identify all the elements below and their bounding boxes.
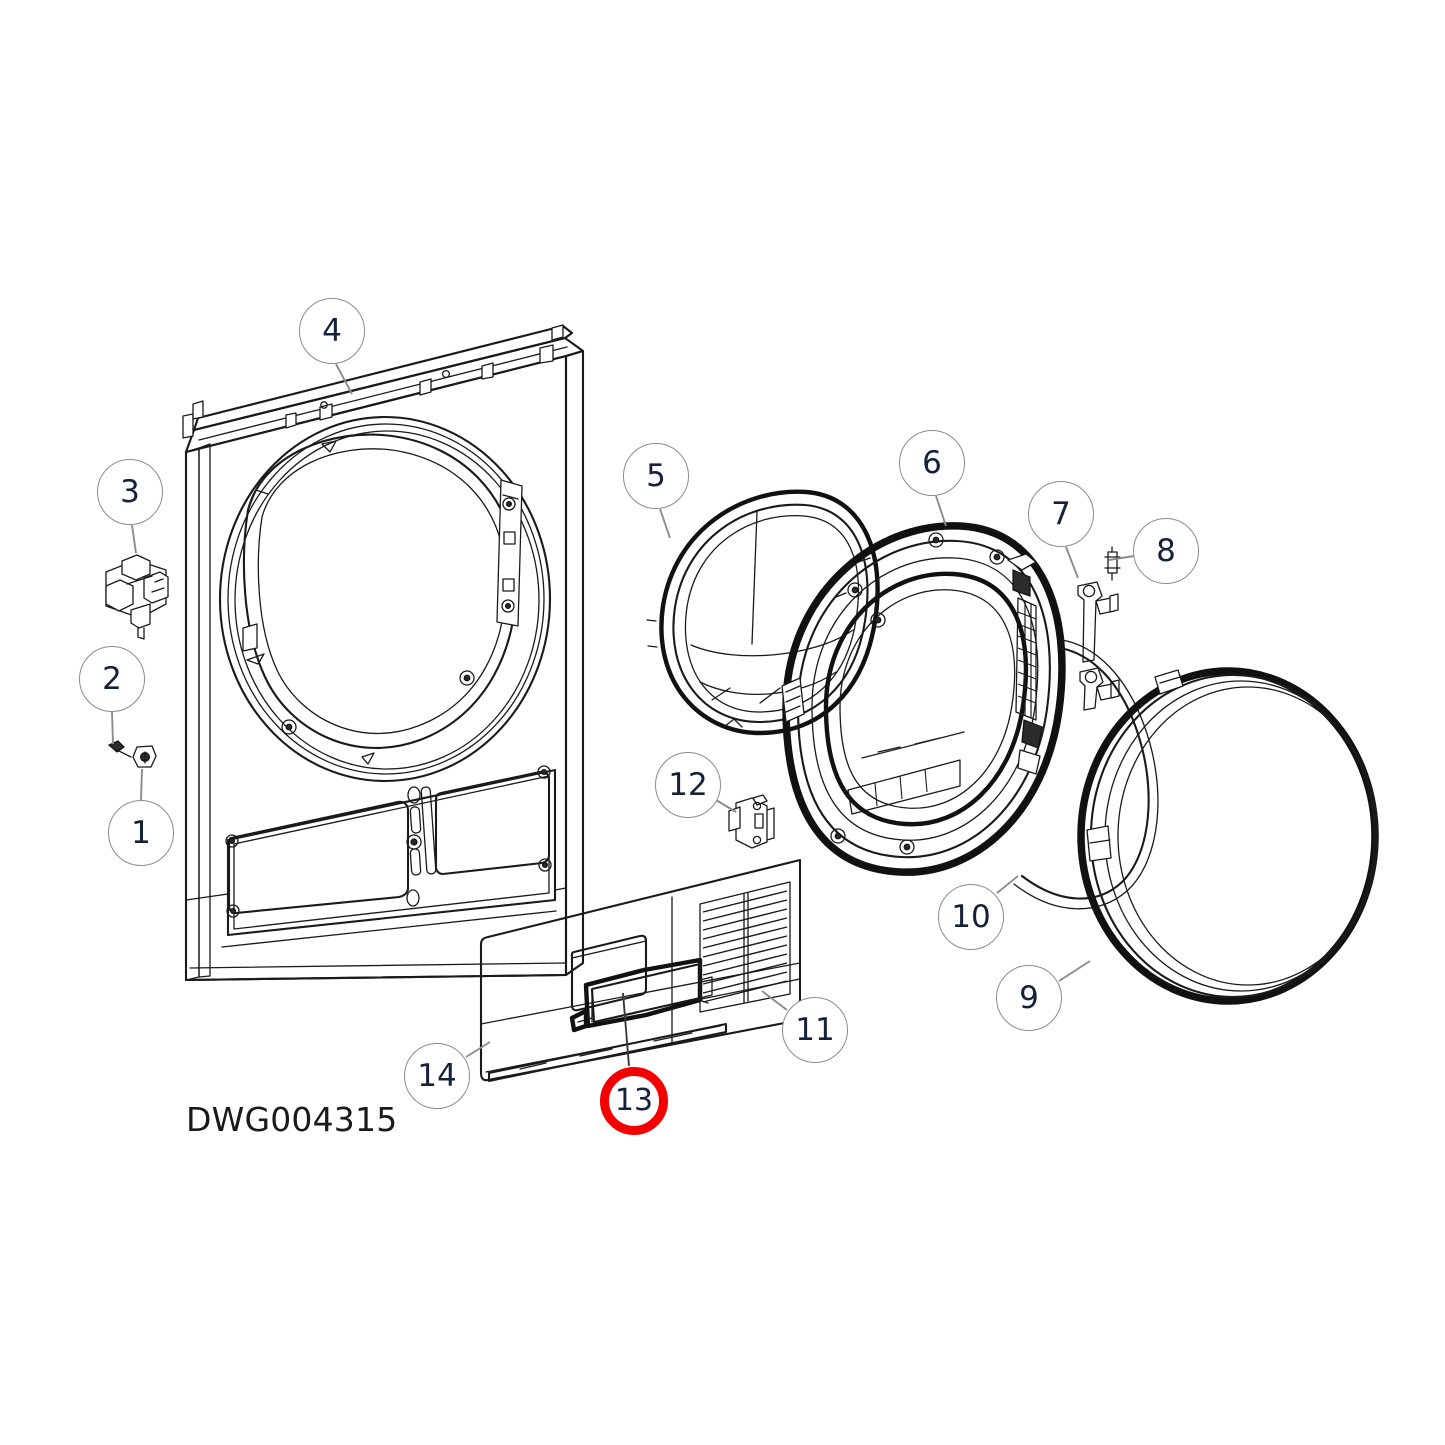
part-front-panel	[182, 324, 585, 982]
callout-leaders	[111, 363, 1135, 1067]
part-door-cable	[1013, 639, 1159, 910]
callout-1[interactable]: 1	[108, 800, 174, 866]
callout-2[interactable]: 2	[79, 646, 145, 712]
part-door-glass-outer	[1077, 667, 1379, 1005]
drawing-number-label: DWG004315	[186, 1100, 398, 1139]
callout-12[interactable]: 12	[655, 752, 721, 818]
callout-10[interactable]: 10	[938, 884, 1004, 950]
part-strike-and-screw	[107, 740, 157, 768]
part-lower-access-panel	[479, 858, 802, 1083]
part-door-seal-ring	[646, 489, 880, 736]
callout-3[interactable]: 3	[97, 459, 163, 525]
callout-8[interactable]: 8	[1133, 518, 1199, 584]
callout-13-highlighted[interactable]: 13	[600, 1067, 668, 1135]
callout-5[interactable]: 5	[623, 443, 689, 509]
part-door-hinge	[1077, 581, 1120, 711]
callout-7[interactable]: 7	[1028, 481, 1094, 547]
part-door-latch-catch	[728, 794, 775, 849]
part-door-lock-switch	[105, 554, 169, 640]
callout-9[interactable]: 9	[996, 965, 1062, 1031]
callout-4[interactable]: 4	[299, 298, 365, 364]
callout-14[interactable]: 14	[404, 1043, 470, 1109]
part-door-inner-frame	[781, 522, 1066, 876]
callout-6[interactable]: 6	[899, 430, 965, 496]
part-hinge-pin	[1104, 546, 1121, 581]
callout-11[interactable]: 11	[782, 997, 848, 1063]
